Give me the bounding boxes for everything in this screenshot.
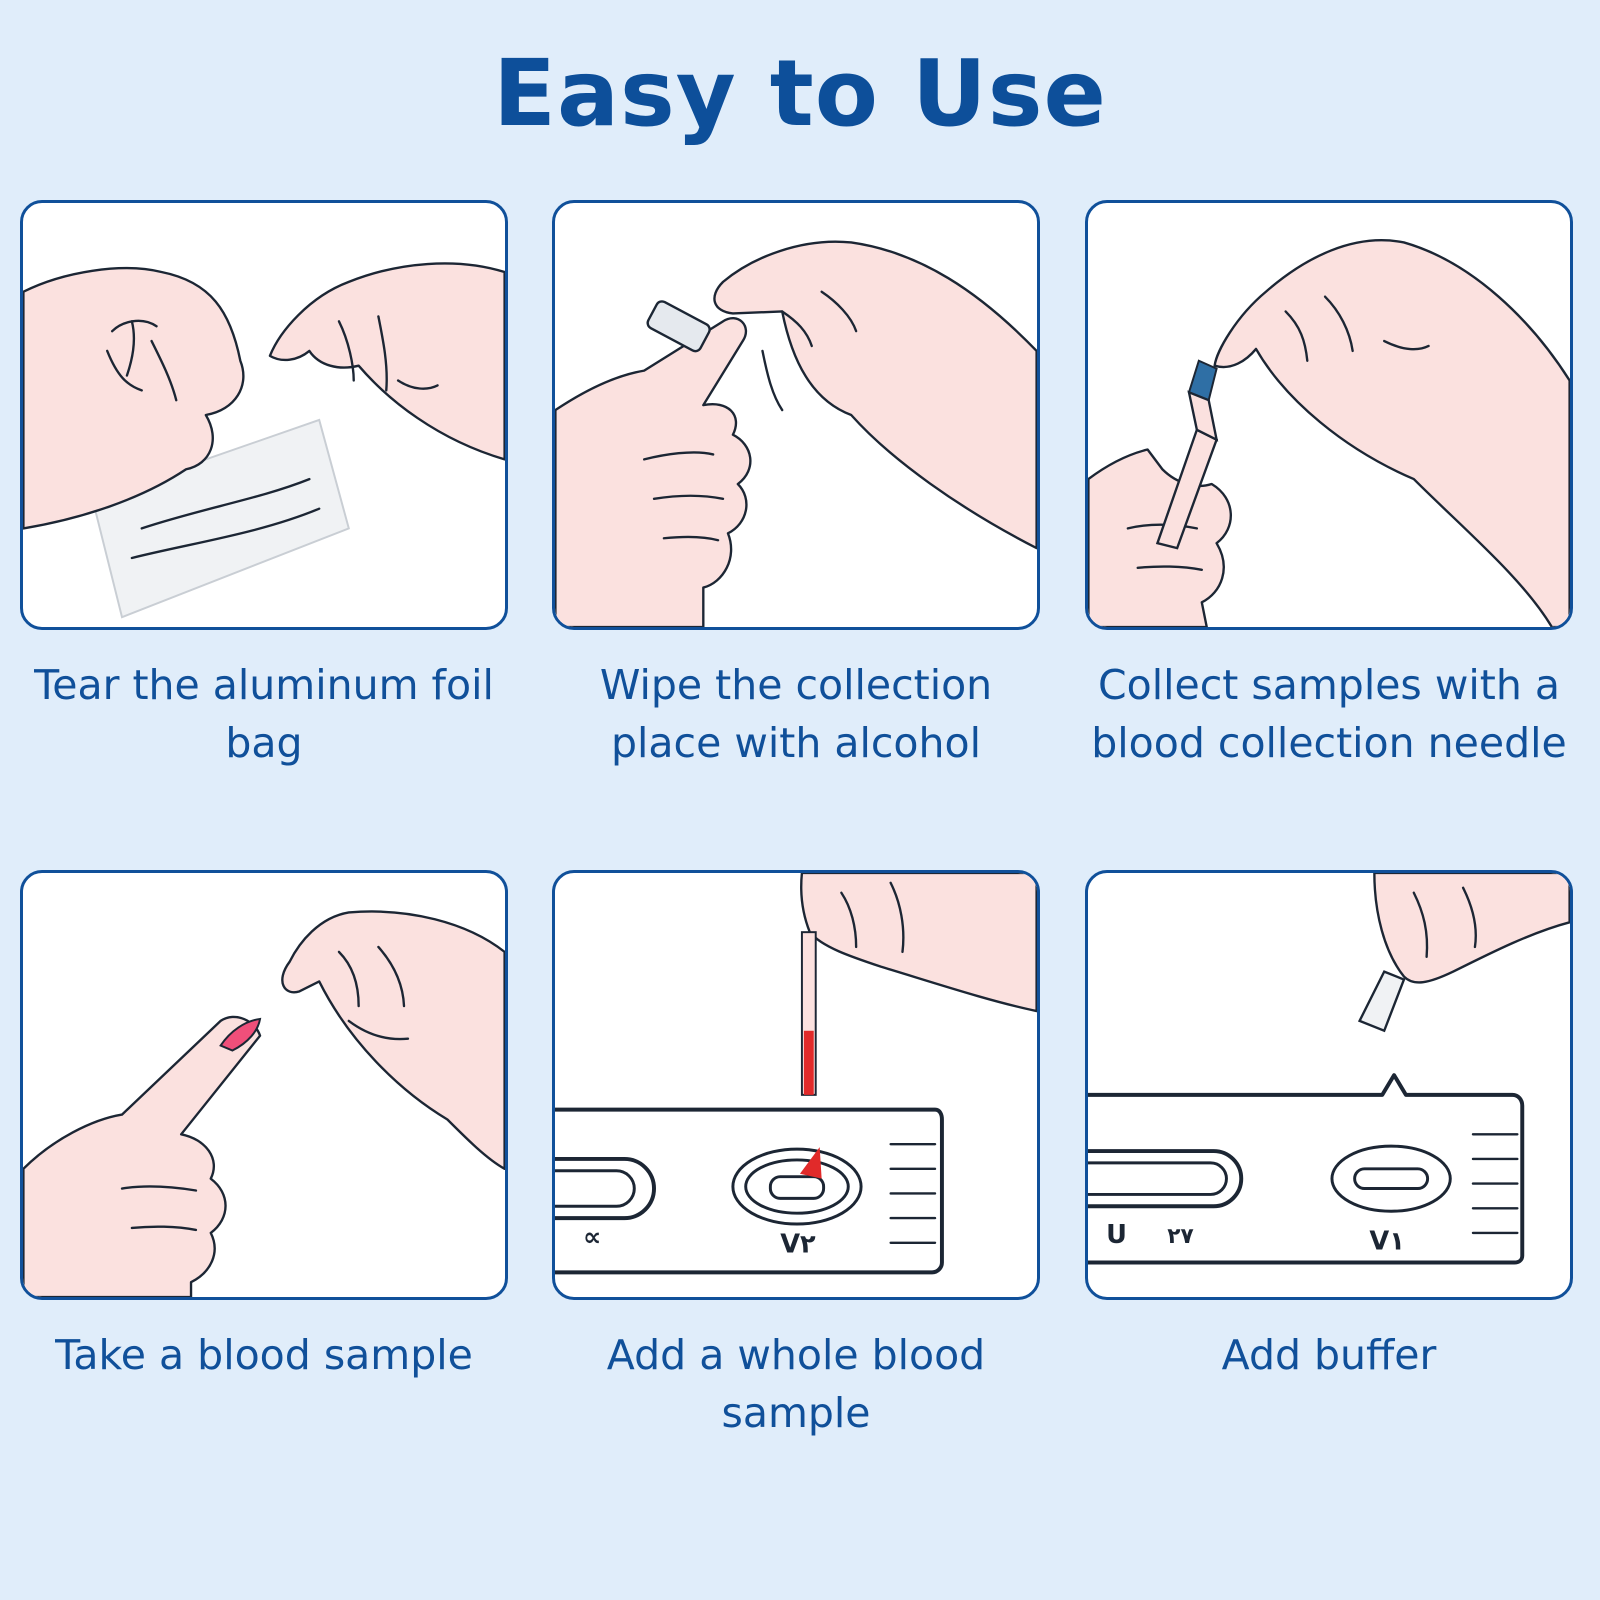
- blood-collection-needle-illustration: [1088, 239, 1570, 627]
- step-1-caption: Tear the aluminum foil bag: [34, 661, 494, 767]
- step-6-illustration: U ۲۷ V۱: [1085, 870, 1573, 1300]
- blood-sample-illustration: [23, 910, 505, 1297]
- step-6-caption: Add buffer: [1221, 1331, 1437, 1379]
- device-mark-left: ∝: [583, 1223, 601, 1253]
- step-2-caption: Wipe the collection place with alcohol: [599, 661, 993, 767]
- alcohol-wipe-illustration: [555, 240, 1037, 627]
- page-title: Easy to Use: [493, 40, 1107, 147]
- add-buffer-illustration: U ۲۷ V۱: [1088, 873, 1570, 1265]
- device-mark-center: V۲: [780, 1230, 816, 1260]
- step-3-illustration: [1085, 200, 1573, 630]
- tear-foil-bag-illustration: [23, 262, 505, 619]
- step-4-caption: Take a blood sample: [55, 1331, 473, 1379]
- device-mark-right: V۱: [1369, 1227, 1404, 1257]
- step-2-illustration: [552, 200, 1040, 630]
- step-1-illustration: [20, 200, 508, 630]
- step-3-caption: Collect samples with a blood collection …: [1091, 661, 1567, 767]
- add-whole-blood-illustration: ∝ V۲: [555, 873, 1037, 1275]
- device-mark-middle: ۲۷: [1167, 1224, 1193, 1249]
- device-mark-left: U: [1106, 1220, 1127, 1250]
- step-4-illustration: [20, 870, 508, 1300]
- step-5-illustration: ∝ V۲: [552, 870, 1040, 1300]
- step-5-caption: Add a whole blood sample: [606, 1331, 986, 1437]
